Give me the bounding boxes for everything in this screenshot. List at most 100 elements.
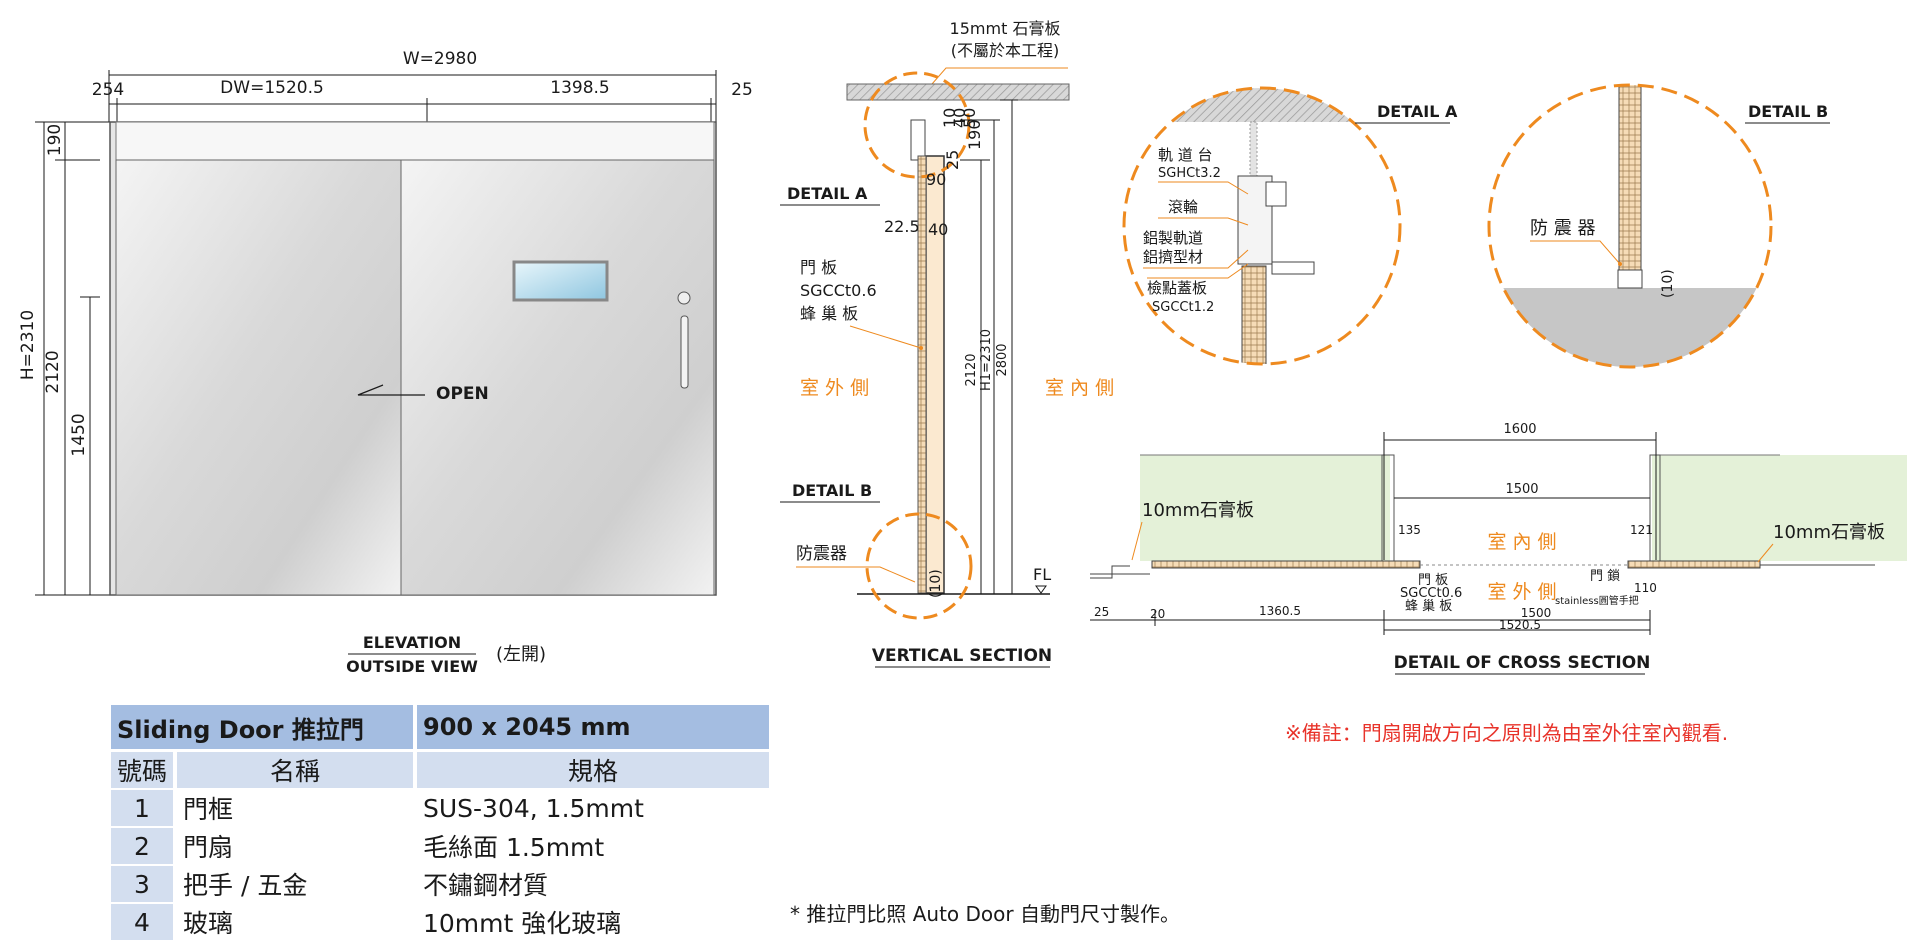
vs-dim-22-5: 22.5	[884, 217, 920, 236]
vs-dim-25: 25	[943, 150, 962, 170]
cs-dim-1500b: 1500	[1521, 606, 1552, 620]
detail-b-floor	[1489, 288, 1771, 367]
detail-b-circle	[1487, 83, 1773, 369]
cs-dimensions	[1090, 432, 1657, 635]
door-section-face	[917, 155, 927, 594]
detail-a-plate	[1271, 261, 1315, 275]
detail-a-track-label-2: SGHCt3.2	[1158, 166, 1221, 181]
cs-dim-121: 121	[1630, 523, 1653, 537]
vision-glass	[512, 260, 609, 302]
detail-b-quake-label: 防 震 器	[1530, 218, 1595, 239]
elevation-top-dimensions	[108, 70, 717, 122]
table-row: 4 玻璃 10mmt 強化玻璃	[111, 904, 769, 942]
vs-panel-leader-dot	[919, 346, 923, 350]
direction-remark: ※備註：門扇開啟方向之原則為由室外往室內觀看.	[1285, 721, 1729, 745]
vs-dim-10b: (10)	[928, 569, 944, 598]
detail-a-bracket	[1265, 181, 1287, 207]
dim-h: H=2310	[18, 310, 38, 380]
vertical-section: 15mmt 石膏板 (不屬於本工程) DETAIL A DETAIL B 10 …	[780, 19, 1114, 668]
vs-outside-label: 室 外 側	[800, 377, 869, 399]
dim-1450: 1450	[69, 413, 89, 456]
dim-2120-left: 2120	[43, 350, 63, 393]
vs-dim-10: 10	[940, 108, 959, 128]
detail-b-marker	[865, 512, 973, 620]
vs-fl-mark	[1035, 585, 1047, 594]
vs-title: VERTICAL SECTION	[872, 646, 1052, 666]
ceiling-label-1: 15mmt 石膏板	[950, 19, 1061, 38]
row-name: 門扇	[173, 828, 413, 866]
dim-1398: 1398.5	[550, 78, 609, 98]
elevation-view: W=2980 254 DW=1520.5 1398.5 25 190 H=231…	[18, 49, 753, 676]
detail-a-rail-label-1: 鋁製軌道	[1143, 229, 1203, 247]
row-spec: 不鏽鋼材質	[413, 866, 769, 904]
vs-dim-190: 190	[965, 119, 984, 150]
detail-a-track-leader	[1158, 181, 1249, 195]
detail-a-circle	[1122, 86, 1402, 366]
vs-quake-label: 防震器	[796, 544, 847, 564]
cs-outside-label: 室 外 側	[1487, 581, 1556, 603]
dim-dw: DW=1520.5	[220, 78, 324, 98]
footnote: * 推拉門比照 Auto Door 自動門尺寸製作。	[790, 902, 1180, 926]
dim-254: 254	[92, 80, 124, 100]
cs-dim-1600: 1600	[1503, 422, 1536, 437]
cs-panel-label-1: 門 板	[1418, 573, 1448, 588]
lock-cylinder	[677, 291, 691, 305]
vs-panel-label-1: 門 板	[800, 258, 837, 277]
detail-a-rail-label-2: 鋁擠型材	[1143, 248, 1203, 266]
left-door-leaf	[115, 159, 402, 596]
vs-panel-label-2: SGCCt0.6	[800, 281, 877, 300]
detail-a-cover-leader	[1147, 263, 1249, 279]
detail-a-title: DETAIL A	[1377, 102, 1458, 121]
ceiling-slab	[846, 83, 1070, 101]
cs-panel-label-3: 蜂 巢 板	[1405, 599, 1452, 614]
open-arrow	[357, 384, 425, 396]
row-no: 3	[111, 866, 173, 904]
vs-dim-90: 90	[926, 170, 946, 189]
cs-jamb-detail-left	[1090, 565, 1130, 579]
detail-b-leader-dot	[1618, 262, 1622, 266]
table-row: 1 門框 SUS-304, 1.5mmt	[111, 790, 769, 828]
elevation-title-note: (左開)	[496, 644, 546, 665]
elevation-title-2: OUTSIDE VIEW	[346, 657, 478, 676]
cs-title: DETAIL OF CROSS SECTION	[1394, 653, 1651, 673]
vs-detail-b-label: DETAIL B	[792, 481, 872, 500]
col-no: 號碼	[111, 752, 173, 790]
detail-b-door	[1618, 85, 1642, 271]
ceiling-label-2: (不屬於本工程)	[951, 41, 1060, 60]
vs-dim-50: 50	[960, 108, 979, 128]
row-name: 門框	[173, 790, 413, 828]
spec-table: Sliding Door 推拉門 900 x 2045 mm 號碼 名稱 規格 …	[111, 705, 769, 942]
vs-dim-40: 40	[928, 220, 948, 239]
detail-a-track-label-1: 軌 道 台	[1158, 146, 1213, 164]
cs-dim-1360: 1360.5	[1259, 604, 1301, 618]
elevation-title-1: ELEVATION	[363, 633, 461, 652]
detail-b-guide	[1617, 269, 1643, 289]
vs-dim-h1: H1=2310	[979, 329, 994, 391]
cs-dim-1500: 1500	[1505, 482, 1538, 497]
dim-190-left: 190	[45, 124, 65, 156]
table-row: 3 把手 / 五金 不鏽鋼材質	[111, 866, 769, 904]
row-spec: 10mmt 強化玻璃	[413, 904, 769, 942]
detail-b-quake-leader	[1530, 240, 1621, 265]
spec-table-title: Sliding Door 推拉門	[111, 705, 413, 752]
vs-dim-2120: 2120	[964, 353, 979, 386]
vs-inside-label: 室 內 側	[1045, 377, 1114, 399]
open-label: OPEN	[436, 384, 489, 404]
cs-door-leaf-right	[1627, 560, 1761, 569]
cs-wall-right	[1652, 455, 1907, 561]
row-no: 4	[111, 904, 173, 942]
cs-dim-135: 135	[1398, 523, 1421, 537]
detail-a-view: DETAIL A 軌 道 台 SGHCt3.2 滾輪 鋁製軌道 鋁擠型材 檢點蓋…	[1122, 86, 1458, 366]
detail-b-dim-10: (10)	[1660, 269, 1676, 298]
cs-wall-left	[1140, 455, 1390, 561]
cs-handle-label: stainless圓管手把	[1555, 594, 1639, 607]
row-spec: SUS-304, 1.5mmt	[413, 790, 769, 828]
spec-table-columns: 號碼 名稱 規格	[111, 752, 769, 790]
row-name: 把手 / 五金	[173, 866, 413, 904]
spec-table-size: 900 x 2045 mm	[413, 705, 769, 752]
detail-a-roller-label: 滾輪	[1168, 198, 1198, 216]
cs-gypsum-right: 10mm石膏板	[1773, 521, 1885, 543]
track-box	[910, 119, 926, 161]
door-handle	[680, 315, 689, 389]
